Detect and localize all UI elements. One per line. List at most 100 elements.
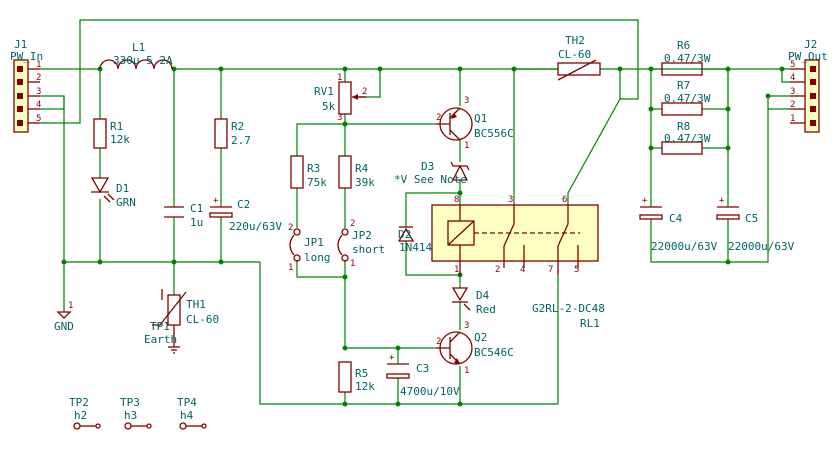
capacitor-c1: C1 1u bbox=[164, 202, 203, 229]
test-point-tp2: TP2 h2 bbox=[69, 396, 101, 430]
rl1-pin-4: 4 bbox=[520, 265, 525, 275]
relay-rl1: G2RL-2-DC48 RL1 8 3 6 1 2 4 7 5 bbox=[431, 195, 605, 330]
j1-pin-5: 5 bbox=[36, 114, 41, 124]
jp2-value: short bbox=[352, 243, 385, 256]
capacitor-c4: + C4 22000u/63V bbox=[639, 196, 718, 253]
j1-value: PW_In bbox=[10, 50, 43, 63]
capacitor-c3: + C3 4700u/10V bbox=[386, 353, 460, 398]
resistor-r2: R2 2.7 bbox=[214, 118, 251, 149]
d3-ref: D3 bbox=[421, 160, 434, 173]
d2-ref: D2 bbox=[398, 228, 411, 241]
r3-ref: R3 bbox=[307, 162, 320, 175]
test-point-tp3: TP3 h3 bbox=[120, 396, 152, 430]
r4-value: 39k bbox=[355, 176, 375, 189]
j2-pin-3: 3 bbox=[790, 87, 795, 97]
rv1-pin-2: 2 bbox=[362, 87, 367, 97]
resistor-r5: R5 12k bbox=[338, 361, 375, 393]
connector-j1: J1 PW_In 1 2 3 4 5 bbox=[10, 38, 43, 133]
c1-value: 1u bbox=[190, 216, 203, 229]
th1-ref: TH1 bbox=[186, 298, 206, 311]
tp3-value: h3 bbox=[124, 409, 137, 422]
q1-pin-2: 2 bbox=[436, 113, 441, 123]
d3-value: *V See Note bbox=[394, 173, 467, 186]
j1-pin-4: 4 bbox=[36, 100, 41, 110]
capacitor-c5: + C5 22000u/63V bbox=[716, 196, 795, 253]
rl1-value: G2RL-2-DC48 bbox=[532, 302, 605, 315]
q1-pin-1: 1 bbox=[464, 141, 469, 151]
c5-value: 22000u/63V bbox=[728, 240, 795, 253]
q2-pin-1: 1 bbox=[464, 366, 469, 376]
led-d4: D4 Red bbox=[451, 287, 496, 316]
d2-value: 1N4148 bbox=[399, 241, 439, 254]
tp2-value: h2 bbox=[74, 409, 87, 422]
resistor-r6: R6 0.47/3W bbox=[661, 39, 711, 76]
zener-d3: D3 *V See Note bbox=[394, 160, 470, 186]
tp4-ref: TP4 bbox=[177, 396, 197, 409]
r6-value: 0.47/3W bbox=[664, 52, 711, 65]
r1-ref: R1 bbox=[110, 120, 123, 133]
ground-symbol: 1 GND bbox=[54, 301, 74, 333]
j1-ref: J1 bbox=[14, 38, 27, 51]
rl1-pin-1: 1 bbox=[454, 265, 459, 275]
q1-pin-3: 3 bbox=[464, 96, 469, 106]
j2-value: PW_Out bbox=[788, 50, 828, 63]
connector-j2: J2 PW_Out 5 4 3 2 1 bbox=[788, 38, 828, 133]
jumper-jp2: JP2 short 2 1 bbox=[337, 219, 385, 269]
resistor-r8: R8 0.47/3W bbox=[661, 120, 711, 155]
d4-value: Red bbox=[476, 303, 496, 316]
rv1-pin-1: 1 bbox=[337, 73, 342, 83]
th2-value: CL-60 bbox=[558, 48, 591, 61]
j2-pin-5: 5 bbox=[790, 60, 795, 70]
th2-ref: TH2 bbox=[565, 34, 585, 47]
c4-value: 22000u/63V bbox=[651, 240, 718, 253]
transistor-q1: Q1 BC556C 3 2 1 bbox=[436, 96, 514, 151]
r1-value: 12k bbox=[110, 133, 130, 146]
r7-value: 0.47/3W bbox=[664, 92, 711, 105]
j2-pin-1: 1 bbox=[790, 114, 795, 124]
r8-value: 0.47/3W bbox=[664, 132, 711, 145]
test-point-tp4: TP4 h4 bbox=[177, 396, 207, 430]
d1-ref: D1 bbox=[116, 182, 129, 195]
c3-ref: C3 bbox=[416, 362, 429, 375]
transistor-q2: Q2 BC546C 3 2 1 bbox=[436, 321, 514, 376]
r2-value: 2.7 bbox=[231, 134, 251, 147]
q2-pin-3: 3 bbox=[464, 321, 469, 331]
q1-value: BC556C bbox=[474, 127, 514, 140]
tp1-ref: TP1 bbox=[150, 320, 170, 333]
rl1-pin-5: 5 bbox=[574, 265, 579, 275]
d1-value: GRN bbox=[116, 196, 136, 209]
jp2-pin-2: 2 bbox=[350, 219, 355, 229]
r6-ref: R6 bbox=[677, 39, 690, 52]
jumper-jp1: JP1 long 2 1 bbox=[288, 223, 331, 273]
l1-value: 330u 5.2A bbox=[113, 54, 173, 67]
j1-pin-1: 1 bbox=[36, 60, 41, 70]
jp1-pin-2: 2 bbox=[288, 223, 293, 233]
jp2-pin-1: 1 bbox=[350, 259, 355, 269]
q2-ref: Q2 bbox=[474, 331, 487, 344]
j2-pin-2: 2 bbox=[790, 100, 795, 110]
d4-ref: D4 bbox=[476, 289, 490, 302]
j1-pin-2: 2 bbox=[36, 73, 41, 83]
j2-pin-4: 4 bbox=[790, 73, 795, 83]
thermistor-th2: TH2 CL-60 bbox=[557, 34, 601, 81]
capacitor-c2: + C2 220u/63V bbox=[209, 196, 282, 233]
potentiometer-rv1: RV1 5k 1 2 3 bbox=[314, 73, 367, 123]
jp1-pin-1: 1 bbox=[288, 263, 293, 273]
rl1-pin-8: 8 bbox=[454, 195, 459, 205]
led-d1: D1 GRN bbox=[90, 177, 136, 209]
c3-value: 4700u/10V bbox=[400, 385, 460, 398]
rl1-ref: RL1 bbox=[580, 317, 600, 330]
test-point-tp1: TP1 Earth bbox=[144, 320, 180, 354]
r4-ref: R4 bbox=[355, 162, 369, 175]
c2-ref: C2 bbox=[237, 198, 250, 211]
q1-ref: Q1 bbox=[474, 112, 487, 125]
rv1-value: 5k bbox=[322, 100, 336, 113]
c1-ref: C1 bbox=[190, 202, 203, 215]
diode-d2: D2 1N4148 bbox=[397, 226, 439, 254]
jp1-ref: JP1 bbox=[304, 236, 324, 249]
gnd-pin: 1 bbox=[68, 301, 73, 311]
c4-ref: C4 bbox=[669, 212, 683, 225]
rl1-pin-3: 3 bbox=[508, 195, 513, 205]
rl1-pin-7: 7 bbox=[548, 265, 553, 275]
r5-ref: R5 bbox=[355, 367, 368, 380]
